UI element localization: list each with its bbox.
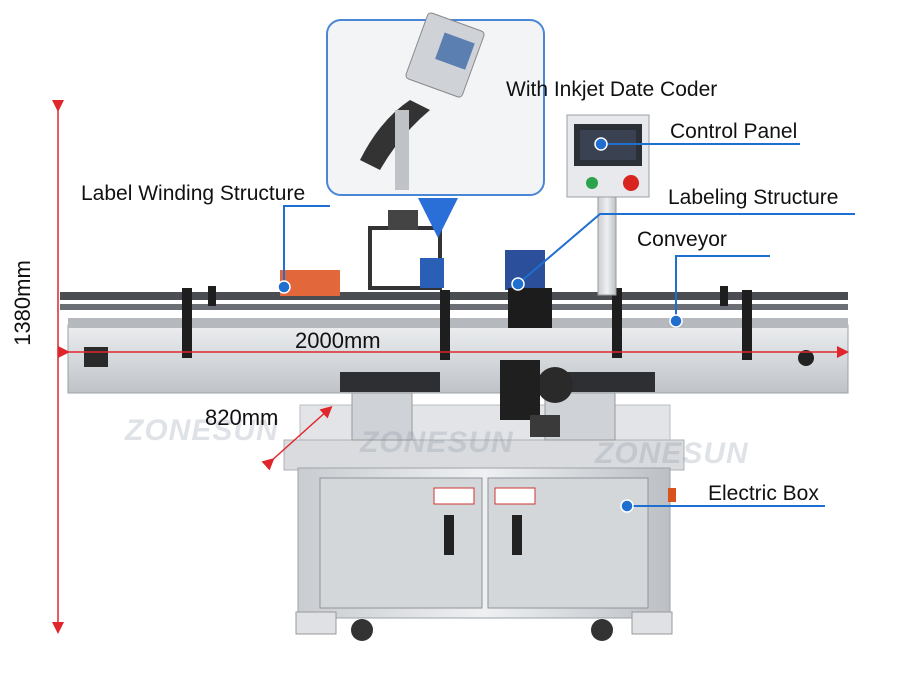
callout-dot-electric-box <box>620 499 634 513</box>
callout-dot-label-winding <box>277 280 291 294</box>
control-panel-unit <box>566 114 650 296</box>
watermark-3: ZONESUN <box>595 437 749 470</box>
dimension-height: 1380mm <box>10 260 35 346</box>
callout-label-winding-structure: Label Winding Structure <box>81 182 306 205</box>
label-winding-structure <box>280 210 444 296</box>
watermark-1: ZONESUN <box>125 414 279 447</box>
dimension-arrows <box>52 100 849 634</box>
callout-conveyor: Conveyor <box>637 228 727 251</box>
conveyor <box>60 286 849 394</box>
inkjet-inset <box>326 12 545 238</box>
callout-electric-box: Electric Box <box>708 482 819 505</box>
callout-labeling-structure: Labeling Structure <box>668 186 839 209</box>
callout-dot-conveyor <box>669 314 683 328</box>
callout-inkjet-date-coder: With Inkjet Date Coder <box>506 78 718 101</box>
callout-control-panel: Control Panel <box>670 120 798 143</box>
electric-box <box>283 404 685 641</box>
watermark-2: ZONESUN <box>360 426 514 459</box>
dimension-depth: 820mm <box>205 405 279 430</box>
callout-dot-labeling <box>511 277 525 291</box>
dimension-length: 2000mm <box>295 328 381 353</box>
callout-lines <box>283 143 855 507</box>
callout-dot-control-panel <box>594 137 608 151</box>
